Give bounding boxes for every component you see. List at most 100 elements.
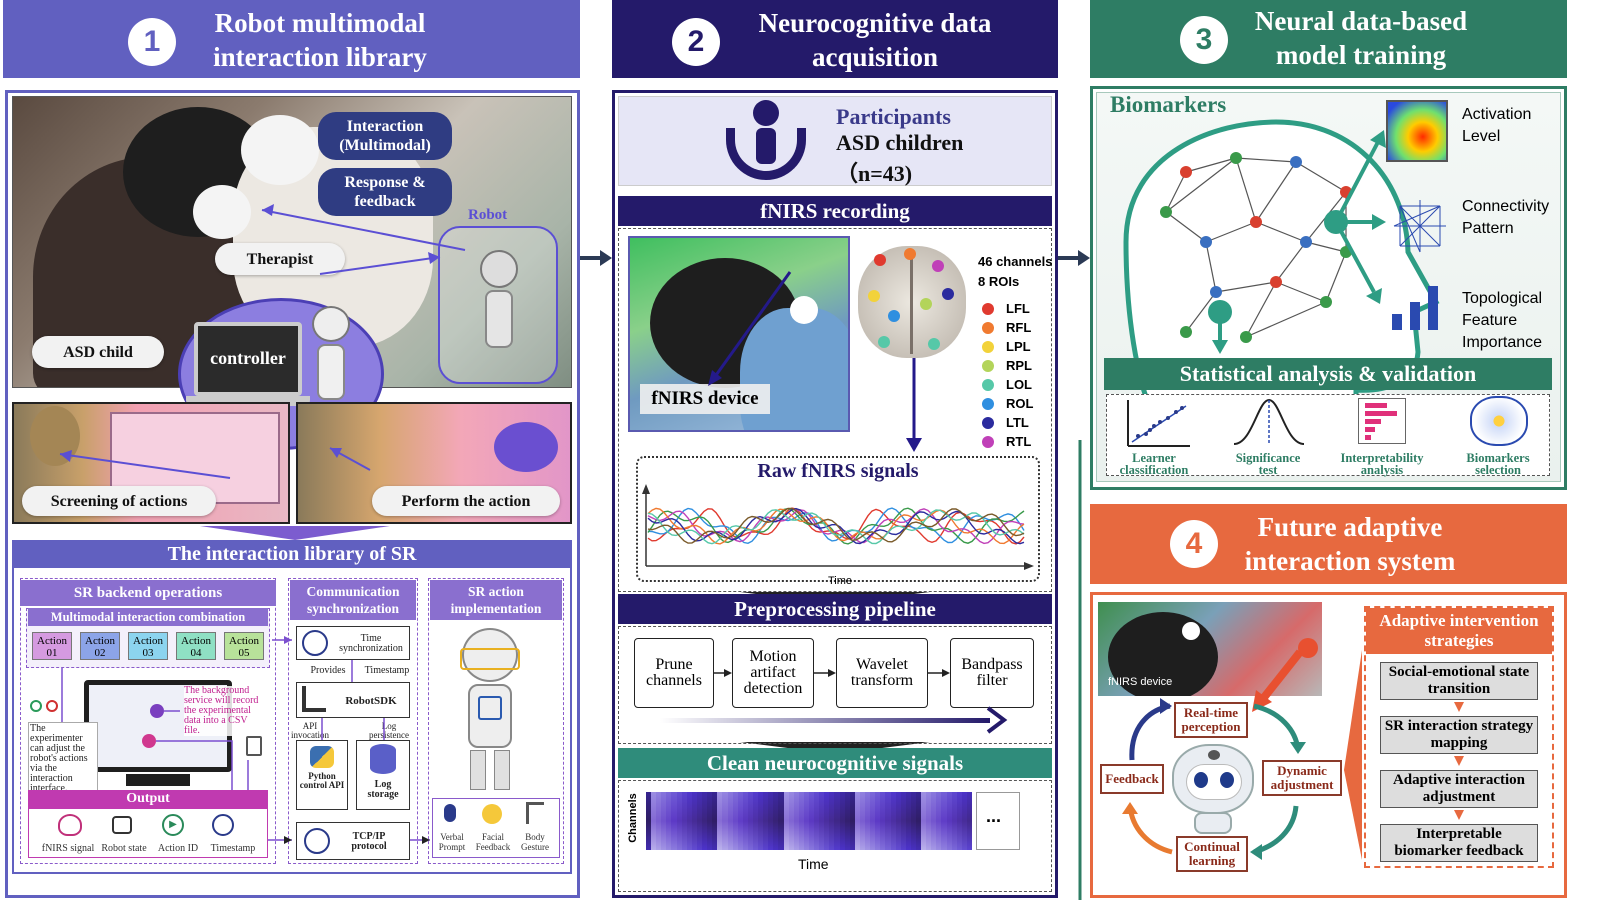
heatmap-column bbox=[880, 792, 886, 850]
signal-trace bbox=[647, 507, 1025, 545]
device-arrow bbox=[708, 271, 922, 452]
roi-dot bbox=[982, 398, 994, 410]
output-timestamp: Timestamp bbox=[210, 843, 256, 854]
heatmap-column bbox=[686, 792, 692, 850]
adjust-dot bbox=[142, 734, 156, 748]
preprocessing-bar: Preprocessing pipeline bbox=[618, 594, 1052, 624]
heatmap-column bbox=[966, 792, 972, 850]
panel4-robot-head bbox=[1172, 744, 1254, 814]
bell-curve-icon bbox=[1233, 398, 1305, 445]
roi-ltl: LTL bbox=[982, 416, 1029, 430]
panel1-number-badge: 1 bbox=[128, 18, 176, 66]
action-02[interactable]: Action 02 bbox=[80, 632, 120, 660]
roi-dot bbox=[982, 303, 994, 315]
python-label: Python control API bbox=[299, 771, 345, 790]
panel1-title: Robot multimodal interaction library bbox=[213, 8, 427, 72]
clean-area bbox=[618, 780, 1052, 892]
impl-title: SR action implementation bbox=[430, 580, 562, 620]
clean-heatmap bbox=[646, 792, 972, 850]
child-icon bbox=[716, 100, 816, 186]
bar-icon bbox=[1392, 286, 1442, 330]
play-icon[interactable] bbox=[30, 700, 42, 712]
fnirs-device-label: fNIRS device bbox=[640, 384, 770, 414]
heatmap-column bbox=[732, 792, 738, 850]
backend-title: SR backend operations bbox=[20, 580, 276, 606]
database-icon bbox=[370, 744, 396, 774]
action-04[interactable]: Action 04 bbox=[176, 632, 216, 660]
strategy-2: SR interaction strategy mapping bbox=[1380, 716, 1538, 754]
output-action-id: Action ID bbox=[157, 843, 199, 854]
n-label: （n=43) bbox=[836, 161, 913, 186]
heatmap-column bbox=[783, 792, 789, 850]
heatmap-column bbox=[798, 792, 804, 850]
heatmap-column bbox=[712, 792, 718, 850]
topological-label: Topological Feature Importance bbox=[1462, 290, 1543, 351]
record-note: The background service will record the e… bbox=[184, 686, 264, 736]
gesture-icon bbox=[526, 802, 544, 824]
comm-title: Communication synchronization bbox=[290, 580, 416, 620]
screening-arrows bbox=[59, 447, 390, 540]
heatmap-column bbox=[768, 792, 774, 850]
panel1-header bbox=[3, 0, 580, 78]
clock-icon bbox=[302, 630, 328, 656]
heatmap-column bbox=[824, 792, 830, 850]
strategies-title: Adaptive intervention strategies bbox=[1366, 608, 1552, 654]
heatmap-column bbox=[905, 792, 911, 850]
action-05[interactable]: Action 05 bbox=[224, 632, 264, 660]
heatmap-column bbox=[829, 792, 835, 850]
time-sync-label: Time synchronization bbox=[339, 633, 403, 654]
provides-label: Provides bbox=[310, 665, 346, 676]
realtime-perception-box: Real-time perception bbox=[1174, 702, 1248, 738]
output-fnirs: fNIRS signal bbox=[41, 843, 95, 854]
heatmap-column bbox=[849, 792, 855, 850]
panel4-photo bbox=[1098, 602, 1322, 696]
heatmap-column bbox=[661, 792, 667, 850]
heatmap-column bbox=[875, 792, 881, 850]
participants-label: Participants bbox=[836, 104, 951, 129]
method-interpretability: Interpretability analysis bbox=[1340, 451, 1424, 477]
feedback-box: Feedback bbox=[1100, 764, 1164, 794]
heatmap-column bbox=[854, 792, 860, 850]
modality-verbal: Verbal Prompt bbox=[438, 832, 466, 852]
heatmap-column bbox=[747, 792, 753, 850]
globe-icon bbox=[304, 828, 330, 854]
step-prune: Prune channels bbox=[634, 638, 714, 708]
heatmap-column bbox=[834, 792, 840, 850]
preprocessing-area bbox=[618, 626, 1052, 744]
output-frame bbox=[28, 808, 268, 858]
panel3-number-badge: 3 bbox=[1180, 16, 1228, 64]
heatmap-column bbox=[941, 792, 947, 850]
action-03[interactable]: Action 03 bbox=[128, 632, 168, 660]
activation-label: Activation Level bbox=[1462, 106, 1532, 145]
heatmap-column bbox=[936, 792, 942, 850]
response-feedback-label: Response & feedback bbox=[318, 168, 452, 216]
strategy-3: Adaptive interaction adjustment bbox=[1380, 770, 1538, 808]
signal-trace bbox=[647, 507, 1025, 545]
heatmap-column bbox=[819, 792, 825, 850]
brain-icon bbox=[58, 814, 82, 836]
step-wavelet: Wavelet transform bbox=[836, 638, 928, 708]
heatmap-column bbox=[696, 792, 703, 850]
heatmap-column bbox=[910, 792, 916, 850]
fnirs-area bbox=[618, 228, 1052, 592]
action-01[interactable]: Action 01 bbox=[32, 632, 72, 660]
panel4-number-badge: 4 bbox=[1170, 520, 1218, 568]
impl-frame bbox=[428, 578, 564, 864]
timestamp-icon bbox=[212, 814, 234, 836]
step-bandpass: Bandpass filter bbox=[950, 638, 1034, 708]
roi-lol: LOL bbox=[982, 378, 1032, 392]
connectivity-icon bbox=[1393, 200, 1446, 253]
adjust-note: The experimenter can adjust the robot's … bbox=[28, 722, 98, 796]
heatmap-column bbox=[885, 792, 891, 850]
interaction-multimodal-label: Interaction (Multimodal) bbox=[318, 112, 452, 160]
output-title: Output bbox=[28, 790, 268, 808]
perform-label: Perform the action bbox=[372, 486, 560, 516]
heatmap-column bbox=[809, 792, 815, 850]
library-title-bar: The interaction library of SR bbox=[12, 540, 572, 568]
stop-icon[interactable] bbox=[46, 700, 58, 712]
impl-robot bbox=[440, 626, 540, 792]
record-dot bbox=[150, 704, 164, 718]
screening-label: Screening of actions bbox=[22, 486, 216, 516]
